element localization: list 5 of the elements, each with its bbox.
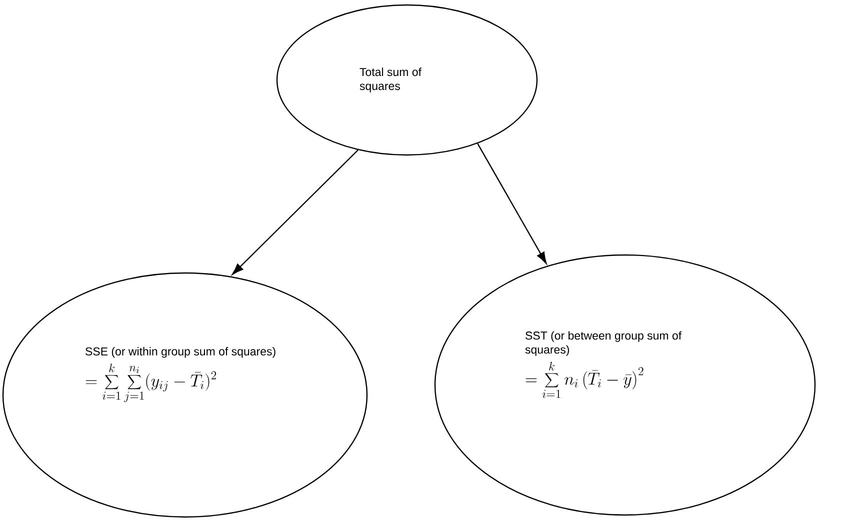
ellipse-node: SST (or between group sum of squares) $=\sum_{i=1}^{k} n_i \left(\bar{T}_i-\bar{y}\right)^2$ <box>434 254 816 516</box>
ellipse-node: Total sum of squares <box>276 4 538 156</box>
arrow <box>232 150 358 275</box>
ellipse-node: SSE (or within group sum of squares) $= \sum_{i=1}^{k}\sum_{j=1}^{n_i}(y_{ij}-\bar{T}_i)^2$ <box>2 272 368 518</box>
arrow <box>477 143 547 264</box>
